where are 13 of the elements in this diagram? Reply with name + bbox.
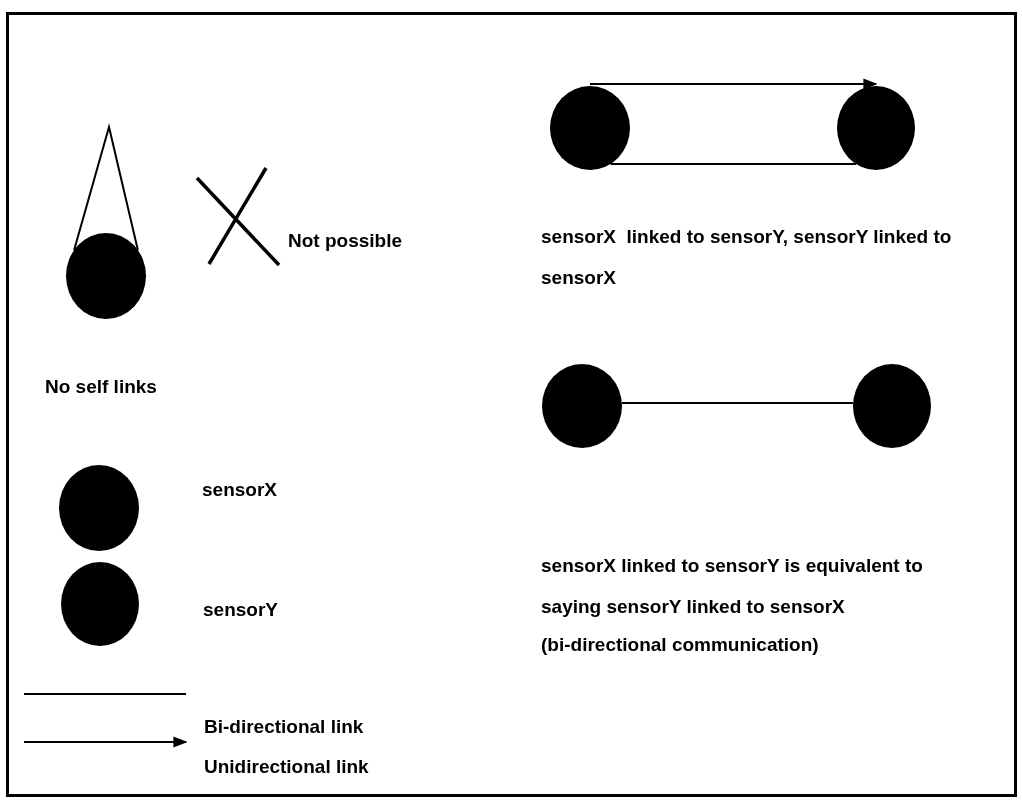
- link-line: [620, 402, 855, 404]
- label-text: sensorX: [202, 478, 277, 502]
- caption-text: sensorX linked to sensorY, sensorY linked to sensorX: [541, 225, 953, 290]
- label-text: (bi-directional communication): [541, 633, 819, 657]
- label-text: Not possible: [288, 229, 402, 253]
- link-line: [589, 78, 878, 90]
- node-caption: No self links: [45, 375, 157, 399]
- self-link-loop: [73, 123, 139, 251]
- label-text: sensorY: [203, 598, 278, 622]
- link-line: [609, 163, 857, 165]
- legend-text: Unidirectional link: [204, 755, 369, 779]
- legend-text: Bi-directional link: [204, 715, 364, 739]
- caption-text: sensorX linked to sensorY is equivalent to saying sensorY linked to sensorX: [541, 554, 924, 619]
